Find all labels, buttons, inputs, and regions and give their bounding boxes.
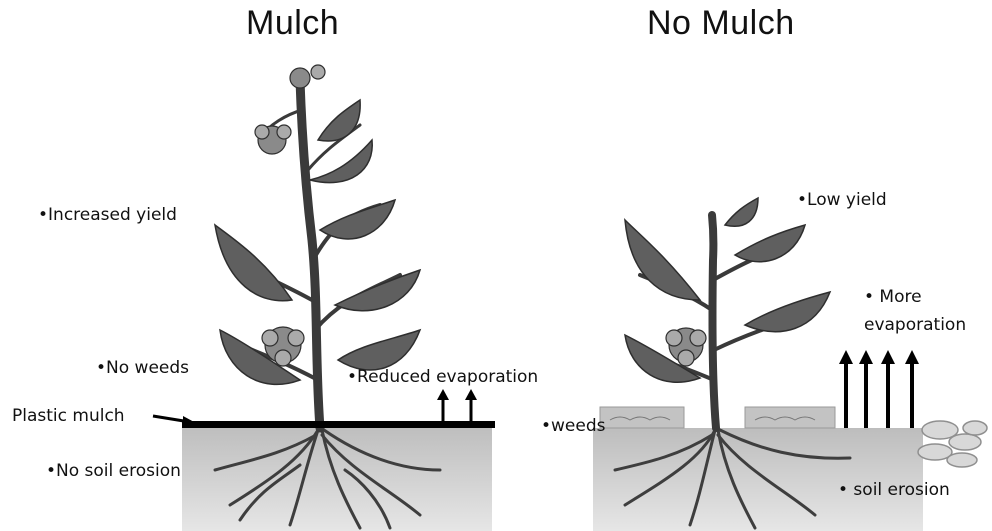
more-evaporation-arrows [839, 350, 919, 428]
reduced-evaporation-arrows [437, 389, 477, 421]
no-weeds-label: •No weeds [96, 358, 189, 378]
soil-erosion-label: • soil erosion [838, 480, 950, 500]
more-evaporation-label-line1: • More [864, 287, 922, 307]
eroded-soil-clumps [918, 421, 987, 467]
plastic-mulch-label: Plastic mulch [12, 406, 125, 426]
reduced-evaporation-label: •Reduced evaporation [347, 367, 538, 387]
weeds-label: •weeds [541, 416, 606, 436]
no-mulch-leaves [625, 198, 830, 382]
low-yield-label: •Low yield [797, 190, 887, 210]
increased-yield-label: •Increased yield [38, 205, 177, 225]
more-evaporation-label-line2: evaporation [864, 315, 966, 335]
no-mulch-flower [666, 328, 706, 366]
plastic-mulch-layer [182, 421, 495, 428]
no-soil-erosion-label: •No soil erosion [46, 461, 181, 481]
